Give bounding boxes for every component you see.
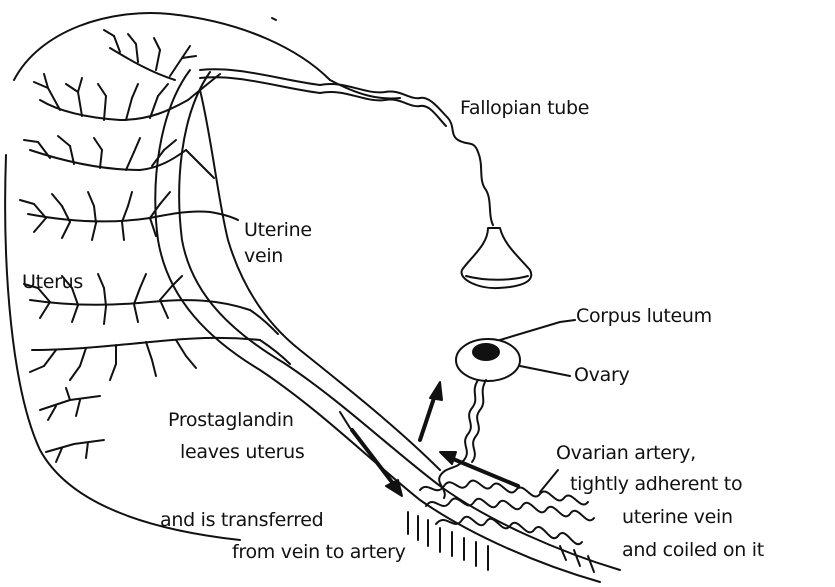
label-uterine-vein-2: vein [244,246,283,267]
label-corpus-luteum: Corpus luteum [576,306,712,327]
arrow-transfer [446,456,518,486]
label-ovary: Ovary [574,365,629,386]
label-ovarian-artery-2: tightly adherent to [570,474,742,495]
uterine-vein-outer [155,70,600,582]
corpus-luteum-shape [473,344,499,360]
label-uterus: Uterus [22,272,83,293]
label-ovarian-artery-3: uterine vein [622,507,733,528]
label-ovarian-artery-4: and coiled on it [622,540,764,561]
fallopian-tube-duct [200,69,493,225]
label-ovarian-artery-1: Ovarian artery, [556,443,696,464]
label-transfer-1: and is transferred [160,510,323,531]
label-prostaglandin-1: Prostaglandin [168,410,294,431]
label-uterine-vein-1: Uterine [244,220,312,241]
label-prostaglandin-2: leaves uterus [180,442,305,463]
arrow-down-vein [352,430,398,490]
label-transfer-2: from vein to artery [232,542,406,563]
label-fallopian-tube: Fallopian tube [460,98,589,119]
